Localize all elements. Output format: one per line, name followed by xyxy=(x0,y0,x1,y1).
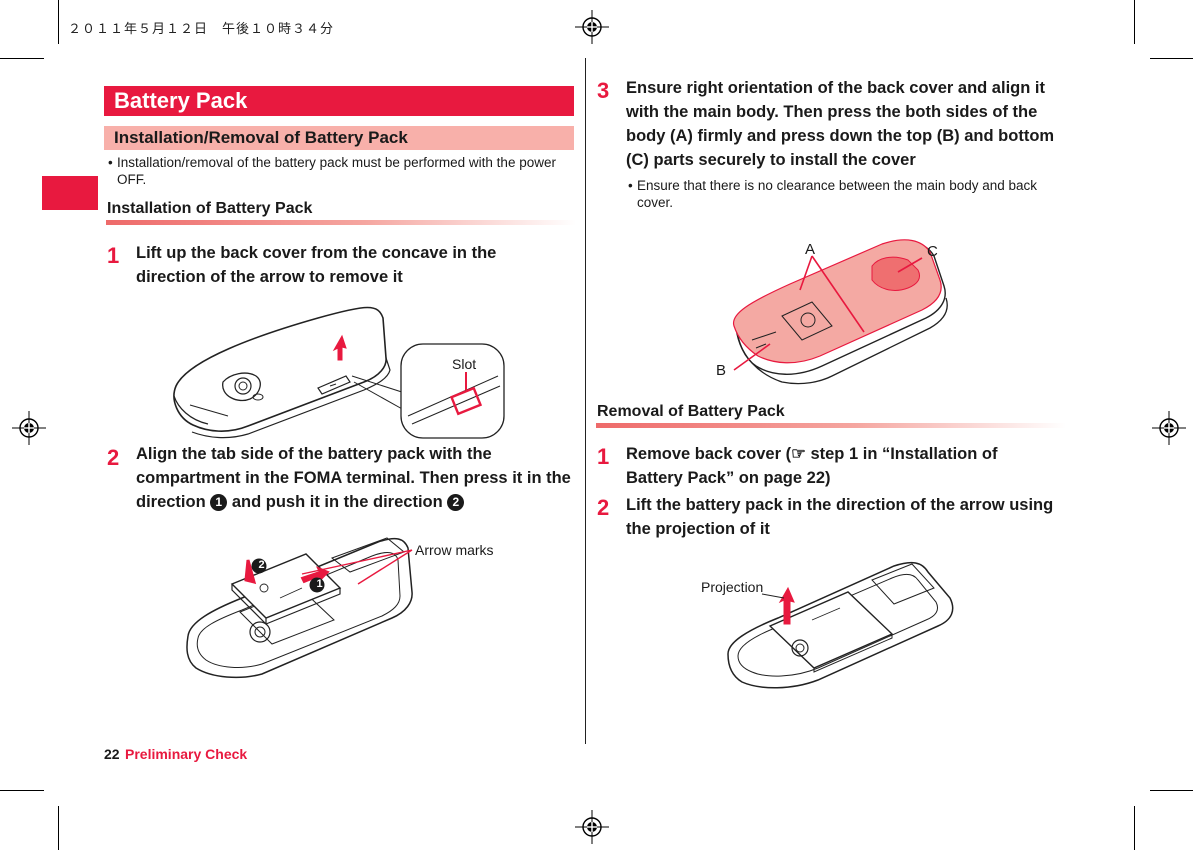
removal-heading: Removal of Battery Pack xyxy=(597,403,785,420)
rstep2-text: Lift the battery pack in the direction o… xyxy=(626,496,1054,538)
rstep1-text: Remove back cover (☞ step 1 in “Installa… xyxy=(626,445,998,487)
step2-number: 2 xyxy=(107,445,120,470)
label-c: C xyxy=(927,243,938,260)
step2-text-b: and push it in the direction xyxy=(227,493,448,511)
footer-section: Preliminary Check xyxy=(125,746,248,762)
fig-marker-2: 2 xyxy=(258,559,265,571)
step3-number: 3 xyxy=(597,78,610,103)
label-a: A xyxy=(805,241,816,258)
step3-text: Ensure right orientation of the back cov… xyxy=(626,79,1055,169)
figure-lift-battery xyxy=(727,561,954,689)
slot-label: Slot xyxy=(452,356,477,372)
rstep1-number: 1 xyxy=(597,444,610,469)
registration-mark-right xyxy=(1152,411,1186,445)
chapter-index-tab xyxy=(42,176,98,210)
removal-heading-rule xyxy=(596,423,1066,428)
figure-remove-back-cover xyxy=(173,306,505,439)
power-off-note: •Installation/removal of the battery pac… xyxy=(108,155,556,187)
label-b: B xyxy=(716,362,727,379)
power-off-note-text: Installation/removal of the battery pack… xyxy=(117,155,556,187)
direction-1-marker: 1 xyxy=(210,494,228,511)
registration-mark-bottom xyxy=(575,810,609,844)
install-heading-rule xyxy=(106,220,576,225)
section-title: Battery Pack xyxy=(104,86,574,116)
step2-text-a: Align the tab side of the battery pack w… xyxy=(136,445,571,511)
step1-number: 1 xyxy=(107,243,120,268)
registration-mark-left xyxy=(12,411,46,445)
subsection-title: Installation/Removal of Battery Pack xyxy=(104,126,574,150)
projection-label: Projection xyxy=(701,579,764,595)
rstep2-number: 2 xyxy=(597,495,610,520)
step2-text: Align the tab side of the battery pack w… xyxy=(136,442,572,514)
registration-mark-top xyxy=(575,10,609,44)
install-heading: Installation of Battery Pack xyxy=(107,200,313,217)
clearance-note: •Ensure that there is no clearance betwe… xyxy=(628,178,1038,210)
page-number: 22 xyxy=(104,746,120,762)
figure-press-cover xyxy=(732,239,948,385)
fig-marker-1: 1 xyxy=(316,578,323,590)
column-divider xyxy=(585,58,586,744)
clearance-note-text: Ensure that there is no clearance betwee… xyxy=(637,178,1038,210)
figure-insert-battery xyxy=(186,537,413,679)
arrow-marks-label: Arrow marks xyxy=(415,542,494,558)
print-timestamp: ２０１１年５月１２日 午後１０時３４分 xyxy=(68,22,335,37)
step1-text: Lift up the back cover from the concave … xyxy=(136,244,497,286)
direction-2-marker: 2 xyxy=(447,494,465,511)
